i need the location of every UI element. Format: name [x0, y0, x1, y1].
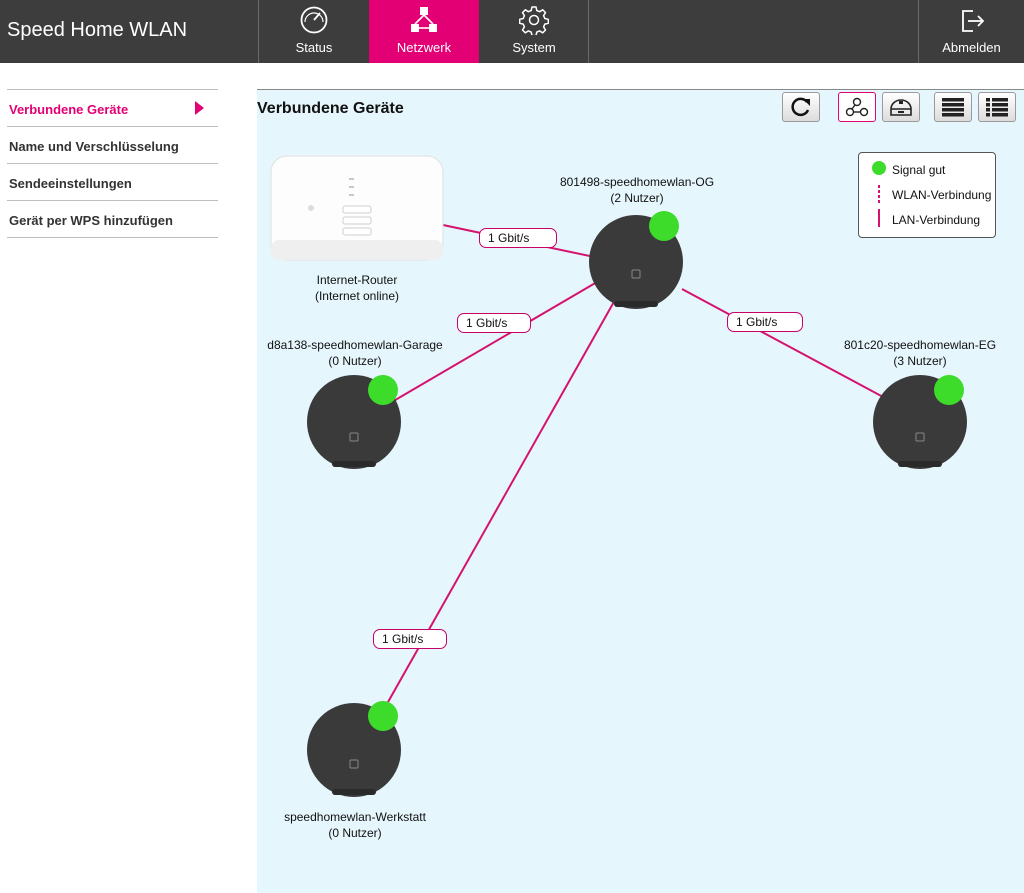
eg-users: (3 Nutzer): [893, 354, 947, 368]
sidebar-item-label: Gerät per WPS hinzufügen: [9, 213, 173, 228]
sidebar-item-label: Verbundene Geräte: [9, 102, 129, 117]
mesh-device-garage[interactable]: [307, 375, 401, 469]
tab-divider: [588, 0, 589, 63]
garage-users: (0 Nutzer): [328, 354, 382, 368]
tab-network[interactable]: Netzwerk: [369, 0, 479, 63]
router-label: Internet-Router (Internet online): [267, 272, 447, 304]
werkstatt-name: speedhomewlan-Werkstatt: [284, 810, 426, 824]
eg-label: 801c20-speedhomewlan-EG (3 Nutzer): [820, 337, 1020, 369]
refresh-button[interactable]: [782, 92, 820, 122]
legend: Signal gut WLAN-Verbindung LAN-Verbindun…: [858, 152, 996, 238]
tab-network-label: Netzwerk: [396, 40, 452, 55]
mesh-device-werkstatt[interactable]: [307, 701, 401, 797]
sidebar: Verbundene Geräte Name und Verschlüsselu…: [7, 89, 218, 238]
og-name: 801498-speedhomewlan-OG: [559, 175, 715, 189]
legend-wlan: WLAN-Verbindung: [892, 188, 992, 202]
link-og-garage: [384, 281, 598, 407]
og-label: 801498-speedhomewlan-OG (2 Nutzer): [537, 174, 737, 206]
mesh-device-og[interactable]: [589, 211, 683, 309]
logout-label: Abmelden: [942, 40, 1001, 55]
tab-status-label: Status: [295, 40, 333, 55]
werkstatt-users: (0 Nutzer): [328, 826, 382, 840]
logout-button[interactable]: Abmelden: [918, 0, 1024, 63]
logout-icon: [961, 10, 984, 32]
link-speed-og-werkstatt[interactable]: 1 Gbit/s: [373, 629, 447, 649]
network-icon: [411, 7, 437, 32]
top-navigation-bar: Speed Home WLAN Status Netzwerk System: [0, 0, 1024, 63]
link-speed-router-og[interactable]: 1 Gbit/s: [479, 228, 557, 248]
detail-list-view-button[interactable]: [978, 92, 1016, 122]
app-title: Speed Home WLAN: [7, 19, 188, 41]
legend-signal-icon: [872, 161, 886, 175]
page-title: Verbundene Geräte: [257, 100, 404, 117]
garage-name: d8a138-speedhomewlan-Garage: [267, 338, 443, 352]
router-name: Internet-Router: [316, 273, 398, 287]
device-view-icon: [890, 99, 912, 116]
refresh-icon: [791, 97, 810, 117]
detail-list-view-icon: [986, 98, 1008, 117]
signal-good-indicator: [368, 375, 398, 405]
og-users: (2 Nutzer): [610, 191, 664, 205]
active-arrow-icon: [195, 101, 204, 115]
link-speed-og-garage[interactable]: 1 Gbit/s: [457, 313, 531, 333]
sidebar-item-connected-devices[interactable]: Verbundene Geräte: [7, 89, 218, 127]
signal-good-indicator: [368, 701, 398, 731]
legend-symbols: [872, 161, 886, 227]
link-og-eg: [681, 288, 886, 399]
speedometer-icon: [300, 6, 328, 34]
router-device-image[interactable]: [270, 155, 444, 261]
gear-icon: [519, 6, 549, 35]
list-view-icon: [942, 98, 964, 117]
tab-system-label: System: [512, 40, 556, 55]
topology-panel: Verbundene Geräte: [257, 89, 1024, 893]
tab-status[interactable]: Status: [258, 0, 369, 63]
device-view-button[interactable]: [882, 92, 920, 122]
topology-canvas: [270, 155, 967, 797]
eg-name: 801c20-speedhomewlan-EG: [843, 338, 997, 352]
router-status: (Internet online): [314, 289, 400, 303]
werkstatt-label: speedhomewlan-Werkstatt (0 Nutzer): [255, 809, 455, 841]
sidebar-item-transmit-settings[interactable]: Sendeeinstellungen: [7, 164, 218, 201]
link-speed-og-eg[interactable]: 1 Gbit/s: [727, 312, 803, 332]
list-view-button[interactable]: [934, 92, 972, 122]
sidebar-item-label: Sendeeinstellungen: [9, 176, 132, 191]
garage-label: d8a138-speedhomewlan-Garage (0 Nutzer): [255, 337, 455, 369]
mesh-device-eg[interactable]: [873, 375, 967, 469]
tab-system[interactable]: System: [479, 0, 589, 63]
legend-signal-good: Signal gut: [892, 163, 946, 177]
legend-lan: LAN-Verbindung: [892, 213, 981, 227]
sidebar-item-label: Name und Verschlüsselung: [9, 139, 179, 154]
topology-view-button[interactable]: [838, 92, 876, 122]
sidebar-item-wps-add[interactable]: Gerät per WPS hinzufügen: [7, 201, 218, 238]
topology-view-icon: [845, 97, 869, 117]
sidebar-item-name-encryption[interactable]: Name und Verschlüsselung: [7, 127, 218, 164]
signal-good-indicator: [649, 211, 679, 241]
signal-good-indicator: [934, 375, 964, 405]
